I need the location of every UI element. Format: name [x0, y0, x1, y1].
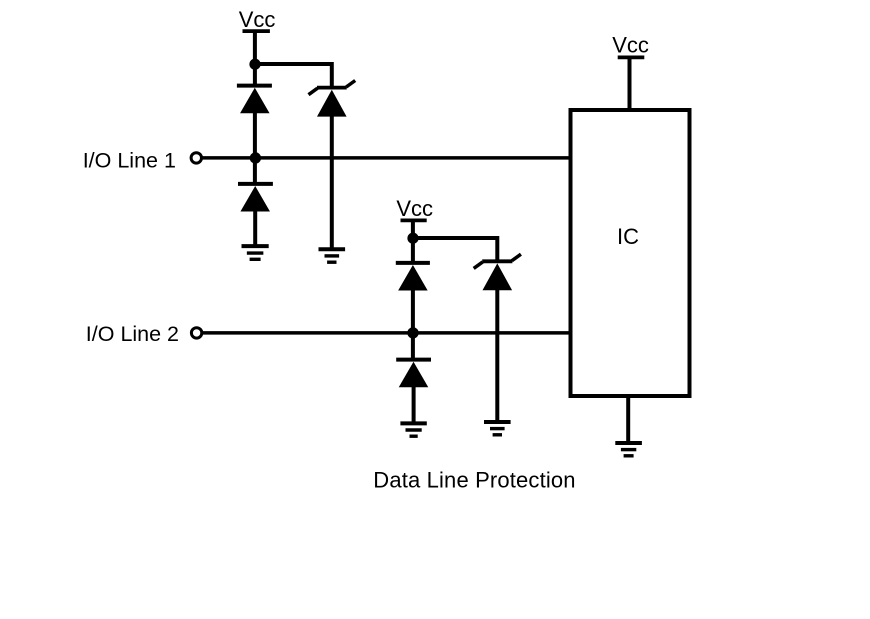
svg-text:Vcc: Vcc [396, 196, 433, 221]
svg-text:IC: IC [617, 224, 639, 249]
svg-text:Vcc: Vcc [239, 7, 276, 32]
svg-text:I/O Line 2: I/O Line 2 [86, 322, 179, 346]
svg-text:Vcc: Vcc [612, 33, 649, 58]
svg-text:Data Line Protection: Data Line Protection [373, 468, 575, 493]
svg-text:I/O Line 1: I/O Line 1 [83, 149, 176, 173]
